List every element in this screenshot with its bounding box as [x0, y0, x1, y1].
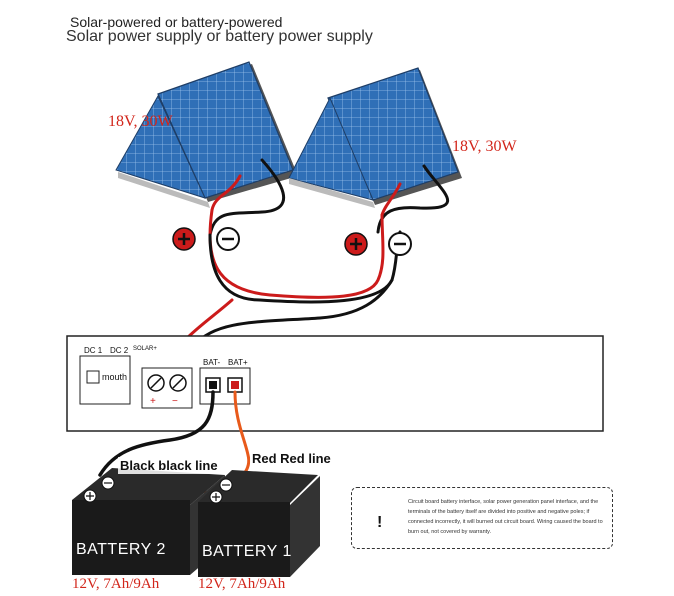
dc1-label: DC 1: [84, 346, 103, 355]
terminal-plus-label: +: [150, 396, 156, 407]
warning-box: [351, 487, 613, 549]
panel-1-minus-icon: [216, 227, 240, 251]
page-title: Solar power supply or battery power supp…: [66, 28, 373, 45]
overlay-title: Solar-powered or battery-powered: [68, 14, 285, 30]
panel-2-spec: 18V, 30W: [452, 138, 517, 155]
warning-text: Circuit board battery interface, solar p…: [408, 499, 603, 535]
battery-1-label: BATTERY 1: [202, 543, 292, 560]
solar-panel-2: [288, 67, 462, 208]
terminal-minus-label: −: [172, 396, 178, 407]
panel-2-plus-icon: [344, 232, 368, 256]
panel-1-plus-icon: [172, 227, 196, 251]
panel-1-spec: 18V, 30W: [108, 113, 173, 130]
red-line-label: Red Red line: [250, 450, 333, 467]
battery-2-spec: 12V, 7Ah/9Ah: [72, 576, 160, 592]
battery-1: [198, 470, 320, 577]
bat-plus-label: BAT+: [228, 358, 248, 367]
switch-label: mouth: [102, 372, 128, 382]
battery-1-spec: 12V, 7Ah/9Ah: [198, 576, 286, 592]
panel-2-minus-icon: [388, 232, 412, 256]
solar-plus-label: SOLAR+: [133, 346, 157, 352]
bat-minus-label: BAT-: [203, 358, 221, 367]
battery-2-label: BATTERY 2: [76, 541, 166, 558]
solar-panel-1: [115, 61, 298, 208]
dc2-label: DC 2: [110, 346, 129, 355]
controller-board: [66, 335, 604, 432]
black-line-label: Black black line: [118, 457, 220, 474]
warning-symbol: !: [377, 514, 383, 531]
